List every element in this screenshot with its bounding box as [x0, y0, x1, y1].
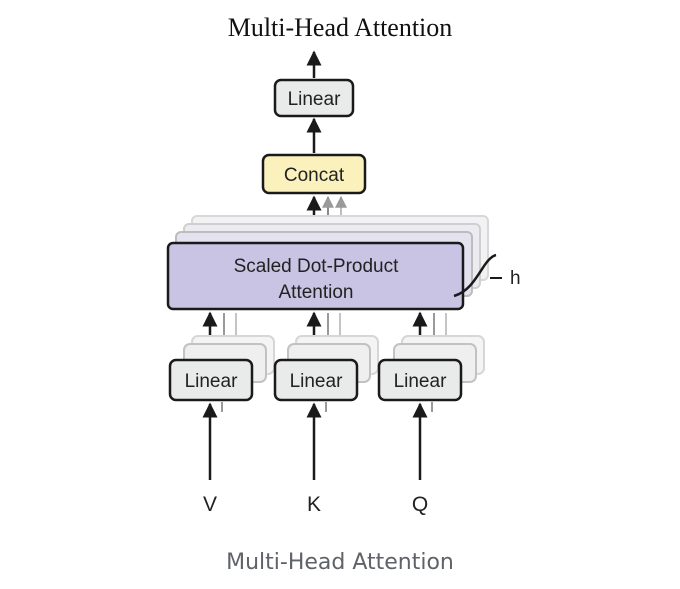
- linear-q-block: [377, 358, 463, 402]
- linear-v-stack: Linear: [168, 335, 275, 402]
- top-linear-block: Linear: [273, 78, 355, 118]
- input-k-label: K: [307, 493, 321, 516]
- linear-k-block: [273, 358, 359, 402]
- input-arrows: [202, 402, 433, 480]
- linear-k-stack: Linear: [273, 335, 379, 402]
- linear-q-label: Linear: [394, 371, 447, 392]
- attention-label-line2: Attention: [279, 282, 354, 303]
- attention-block: [166, 241, 465, 311]
- attention-label-line1: Scaled Dot-Product: [234, 256, 399, 277]
- diagram-title: Multi-Head Attention: [227, 13, 453, 42]
- concat-block: Concat: [261, 153, 367, 195]
- diagram-caption: Multi-Head Attention: [226, 550, 454, 575]
- linear-v-label: Linear: [185, 371, 238, 392]
- input-q-label: Q: [412, 493, 428, 516]
- top-linear-label: Linear: [288, 89, 341, 110]
- heads-bracket: [453, 253, 497, 298]
- linear-v-block: [168, 358, 254, 402]
- attention-stack: Scaled Dot-Product Attention: [166, 215, 489, 311]
- linear-q-stack: Linear: [377, 335, 485, 402]
- concat-label: Concat: [284, 165, 345, 186]
- input-v-label: V: [203, 493, 217, 516]
- heads-label: h: [510, 268, 521, 289]
- linear-k-label: Linear: [290, 371, 343, 392]
